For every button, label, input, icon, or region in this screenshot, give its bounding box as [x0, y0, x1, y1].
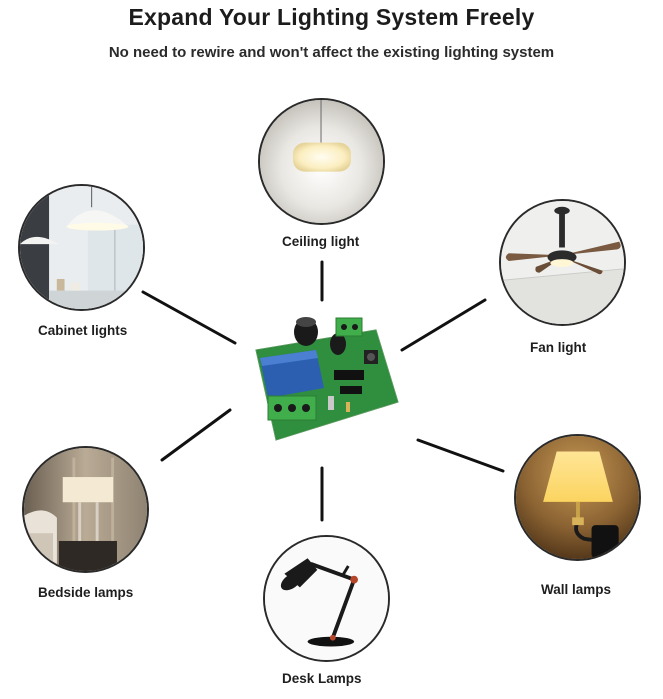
connector-wall: [416, 438, 505, 473]
connector-cabinet: [141, 290, 237, 345]
desk-lamps-label: Desk Lamps: [282, 671, 362, 686]
page-title: Expand Your Lighting System Freely: [128, 4, 535, 30]
page-subtitle: No need to rewire and won't affect the e…: [108, 44, 555, 61]
cabinet-lights-icon: [18, 184, 145, 311]
wall-lamps-label: Wall lamps: [541, 582, 612, 597]
ceiling-light-icon: [258, 98, 385, 225]
wall-lamps-icon: [514, 434, 641, 561]
relay-board-icon: [236, 312, 401, 447]
bedside-lamps-icon: [22, 446, 149, 573]
desk-lamps-icon: [263, 535, 390, 662]
connector-bedside: [160, 408, 232, 462]
cabinet-lights-label: Cabinet lights: [38, 323, 128, 338]
fan-light-label: Fan light: [530, 340, 587, 355]
fan-light-icon: [499, 199, 626, 326]
ceiling-light-label: Ceiling light: [282, 234, 360, 249]
connector-fan: [400, 298, 487, 352]
bedside-lamps-label: Bedside lamps: [38, 585, 134, 600]
